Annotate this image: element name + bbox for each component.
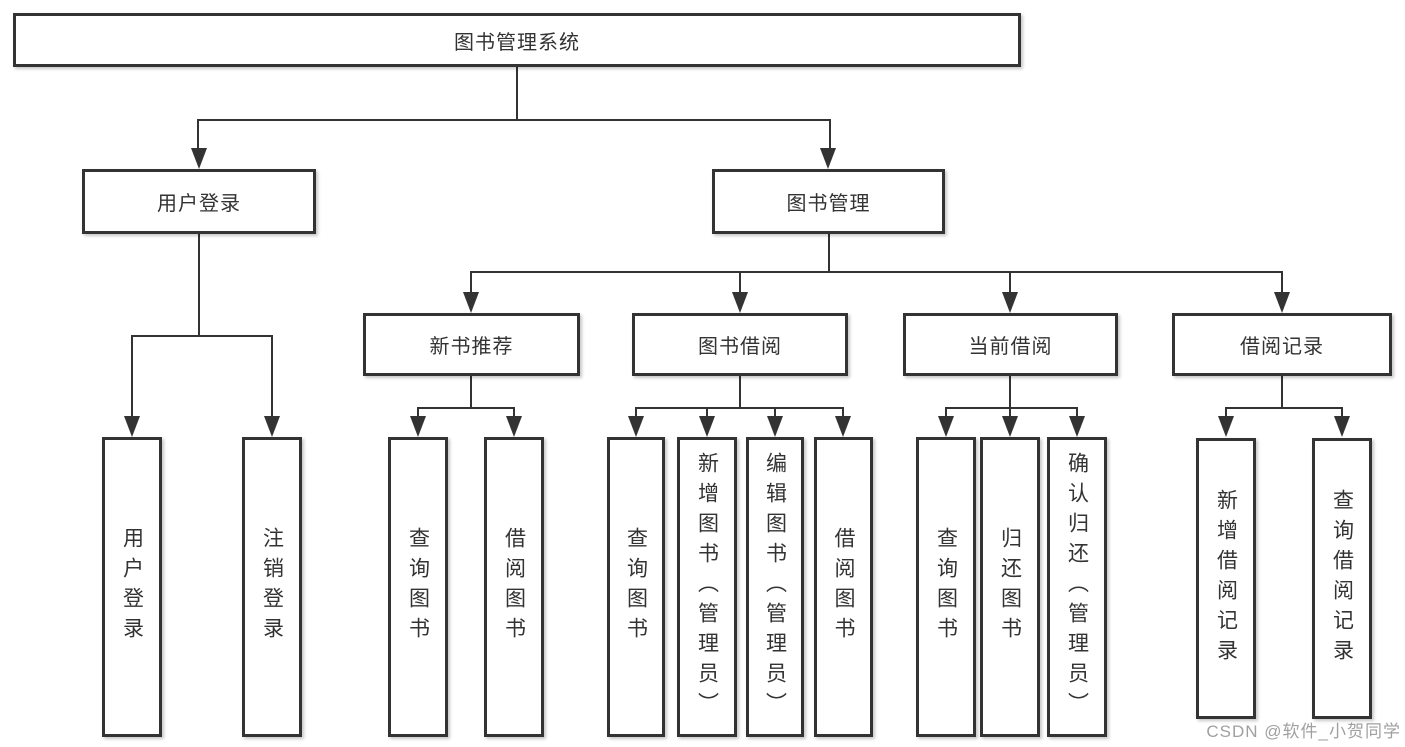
watermark-csdn: CSDN @软件_小贺同学 (1206, 722, 1401, 741)
connector-level1-rail (197, 119, 831, 121)
node-borrowing-records: 借阅记录 (1172, 313, 1392, 376)
connector-newbook-rail (417, 407, 515, 409)
connector-userlogin-stem (198, 234, 200, 336)
node-library-management-system: 图书管理系统 (13, 13, 1021, 67)
connector-stub (1281, 271, 1283, 294)
connector-userlogin-rail (131, 335, 273, 337)
down-arrow-icon (506, 416, 522, 437)
down-arrow-icon (1069, 416, 1085, 437)
connector-stub (1225, 407, 1227, 418)
connector-records-rail (1225, 407, 1343, 409)
down-arrow-icon (732, 292, 748, 313)
leaf-borrow-books-newbook: 借阅图书 (484, 437, 544, 737)
connector-level2-rail (471, 271, 1282, 273)
connector-current-rail (945, 407, 1078, 409)
connector-stub (131, 335, 133, 418)
down-arrow-icon (1002, 292, 1018, 313)
leaf-logout: 注销登录 (242, 437, 302, 737)
connector-bookmgmt-stem (828, 234, 830, 272)
connector-root-stem (516, 66, 518, 120)
down-arrow-icon (124, 416, 140, 437)
down-arrow-icon (938, 416, 954, 437)
leaf-query-books-newbook: 查询图书 (388, 437, 448, 737)
connector-newbook-stem (470, 376, 472, 408)
connector-stub (842, 407, 844, 418)
node-current-borrowing: 当前借阅 (903, 313, 1118, 376)
node-new-book-recommendation: 新书推荐 (363, 313, 580, 376)
connector-stub (470, 271, 472, 294)
leaf-query-books-borrowing: 查询图书 (607, 437, 665, 737)
connector-stub (1009, 271, 1011, 294)
down-arrow-icon (835, 416, 851, 437)
connector-stub (706, 407, 708, 418)
down-arrow-icon (767, 416, 783, 437)
connector-stub (774, 407, 776, 418)
down-arrow-icon (191, 148, 207, 169)
leaf-add-borrow-record: 新增借阅记录 (1196, 438, 1256, 719)
down-arrow-icon (1218, 416, 1234, 437)
down-arrow-icon (628, 416, 644, 437)
connector-stub (1009, 407, 1011, 418)
connector-stub (739, 271, 741, 294)
connector-stub (513, 407, 515, 418)
node-book-management: 图书管理 (712, 169, 945, 234)
leaf-return-books: 归还图书 (980, 437, 1040, 737)
down-arrow-icon (1002, 416, 1018, 437)
down-arrow-icon (1334, 416, 1350, 437)
down-arrow-icon (699, 416, 715, 437)
connector-stub (945, 407, 947, 418)
node-user-login: 用户登录 (82, 169, 316, 234)
leaf-add-book-admin: 新增图书（管理员） (677, 437, 737, 737)
down-arrow-icon (410, 416, 426, 437)
connector-stub (1341, 407, 1343, 418)
connector-stub (635, 407, 637, 418)
leaf-edit-book-admin: 编辑图书（管理员） (746, 437, 804, 737)
connector-borrowing-stem (739, 376, 741, 408)
leaf-user-login: 用户登录 (102, 437, 162, 737)
down-arrow-icon (264, 416, 280, 437)
leaf-query-borrow-record: 查询借阅记录 (1312, 438, 1372, 719)
down-arrow-icon (820, 148, 836, 169)
connector-records-stem (1281, 376, 1283, 408)
connector-stub (271, 335, 273, 418)
leaf-query-books-current: 查询图书 (916, 437, 976, 737)
leaf-borrow-books-borrowing: 借阅图书 (814, 437, 873, 737)
connector-borrowing-rail (635, 407, 844, 409)
connector-stub (1076, 407, 1078, 418)
connector-current-stem (1009, 376, 1011, 408)
connector-stub (417, 407, 419, 418)
node-book-borrowing: 图书借阅 (632, 313, 848, 376)
down-arrow-icon (463, 292, 479, 313)
connector-stub (829, 119, 831, 150)
down-arrow-icon (1274, 292, 1290, 313)
leaf-confirm-return-admin: 确认归还（管理员） (1047, 437, 1107, 737)
connector-stub (197, 119, 199, 150)
